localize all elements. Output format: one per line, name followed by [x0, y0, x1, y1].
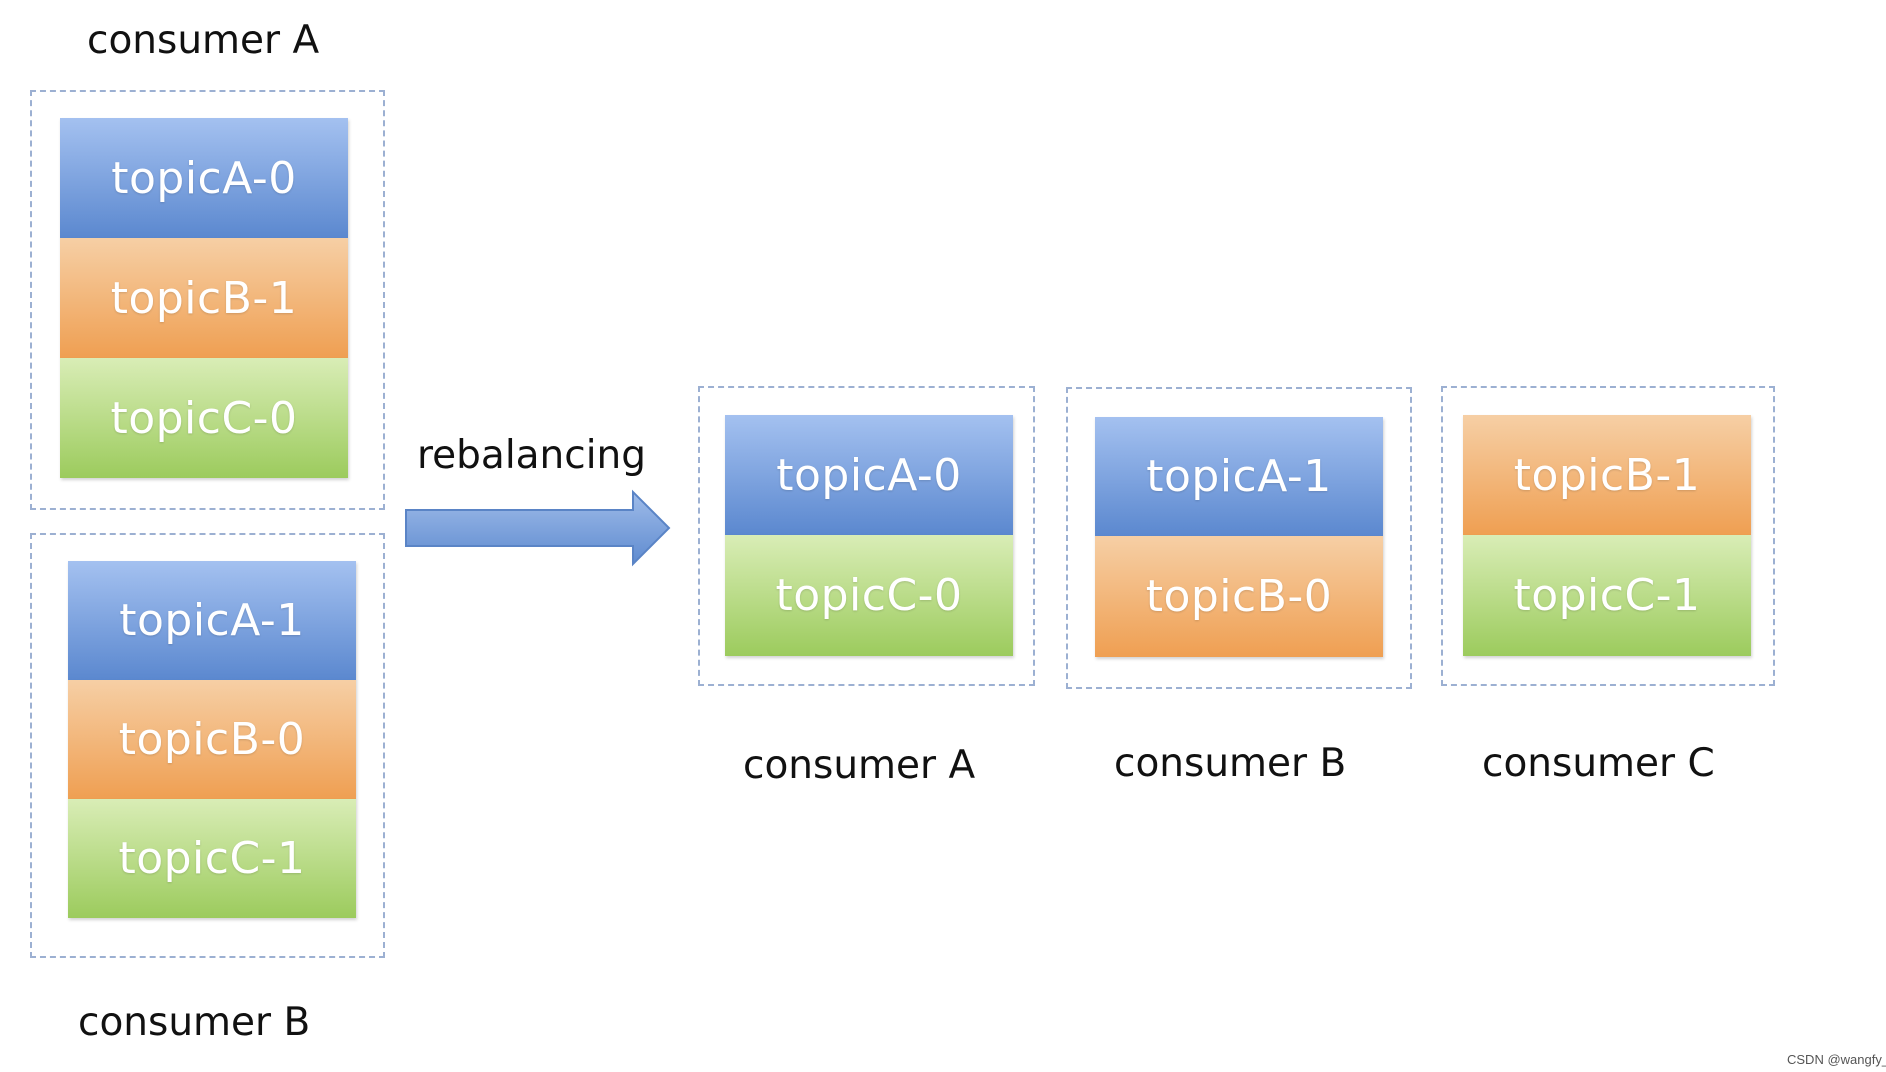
after-consumer-a-group [698, 386, 1035, 686]
watermark: CSDN @wangfy_ [1787, 1052, 1886, 1067]
partition-block: topicB-0 [68, 680, 356, 799]
partition-block: topicB-1 [60, 238, 348, 358]
after-consumer-b-label: consumer B [1114, 741, 1347, 786]
partition-block: topicC-0 [725, 535, 1013, 656]
partition-block: topicA-1 [68, 561, 356, 680]
partition-block: topicA-1 [1095, 417, 1383, 536]
arrow-right-icon [405, 489, 671, 567]
before-consumer-b-group [30, 533, 385, 958]
partition-block: topicC-1 [1463, 535, 1751, 656]
rebalancing-label: rebalancing [417, 433, 647, 478]
before-consumer-b-label: consumer B [78, 1000, 311, 1045]
partition-block: topicC-1 [68, 799, 356, 918]
before-consumer-a-group [30, 90, 385, 510]
partition-block: topicB-0 [1095, 536, 1383, 657]
before-consumer-a-label: consumer A [87, 18, 320, 63]
partition-block: topicA-0 [725, 415, 1013, 535]
partition-block: topicB-1 [1463, 415, 1751, 535]
after-consumer-a-label: consumer A [743, 743, 976, 788]
partition-block: topicA-0 [60, 118, 348, 238]
partition-block: topicC-0 [60, 358, 348, 478]
after-consumer-c-label: consumer C [1482, 741, 1715, 786]
after-consumer-b-group [1066, 387, 1412, 689]
after-consumer-c-group [1441, 386, 1775, 686]
